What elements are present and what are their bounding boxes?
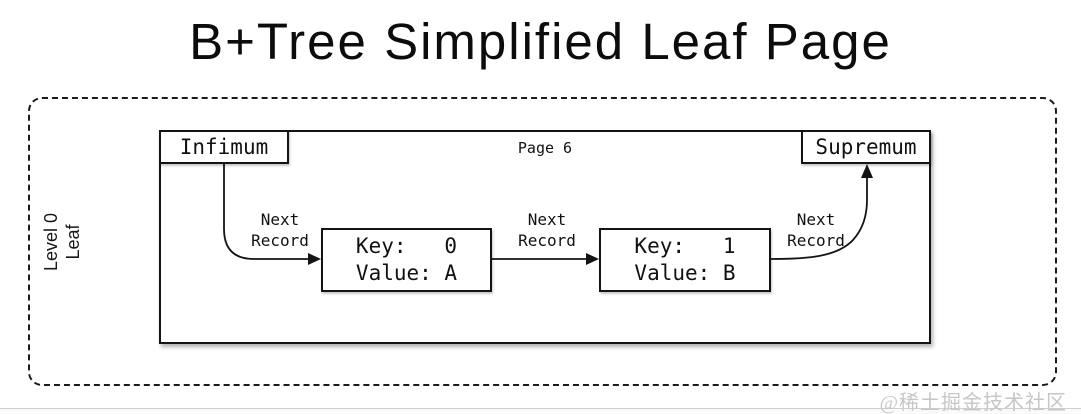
- record0-value: Value: A: [355, 261, 458, 285]
- page-number-label: Page 6: [517, 139, 573, 157]
- infimum-label: Infimum: [179, 135, 269, 159]
- next-record-label-2: Next Record: [761, 209, 871, 251]
- infimum-box: Infimum: [159, 130, 289, 164]
- next-record-line1: Next: [796, 210, 836, 229]
- record1-key: Key: 1: [634, 234, 736, 258]
- next-record-line1: Next: [527, 210, 567, 229]
- next-record-arrows: [223, 164, 873, 265]
- record-box-0: Key: 0 Value: A: [321, 228, 492, 292]
- arrowhead-record0: [308, 253, 321, 265]
- supremum-box: Supremum: [801, 130, 931, 164]
- level-leaf-label: Level 0 Leaf: [40, 172, 88, 312]
- community-watermark: @稀土掘金技术社区: [879, 392, 1067, 414]
- record-box-1: Key: 1 Value: B: [599, 228, 771, 292]
- btree-page-box: Infimum Page 6 Supremum Next Record Next…: [159, 130, 931, 344]
- next-record-line2: Record: [251, 231, 309, 250]
- record0-key: Key: 0: [355, 234, 458, 258]
- next-record-line2: Record: [518, 231, 576, 250]
- page-title: B+Tree Simplified Leaf Page: [189, 13, 892, 70]
- leaf-level-frame: Level 0 Leaf Infimum Page 6 Supremum Nex…: [28, 97, 1057, 386]
- arrow-infimum-to-record0: [223, 164, 308, 260]
- arrowhead-record1: [586, 253, 599, 265]
- arrow-record1-to-supremum: [770, 177, 868, 260]
- next-record-label-0: Next Record: [225, 209, 335, 251]
- record1-value: Value: B: [634, 261, 736, 285]
- page-bottom-divider: [0, 408, 1081, 414]
- supremum-label: Supremum: [815, 135, 917, 159]
- next-record-label-1: Next Record: [492, 209, 602, 251]
- arrowhead-supremum: [861, 164, 873, 178]
- next-record-line1: Next: [260, 210, 300, 229]
- next-record-line2: Record: [787, 231, 845, 250]
- level-label-line1: Level 0: [41, 212, 61, 272]
- level-label-line2: Leaf: [63, 224, 83, 260]
